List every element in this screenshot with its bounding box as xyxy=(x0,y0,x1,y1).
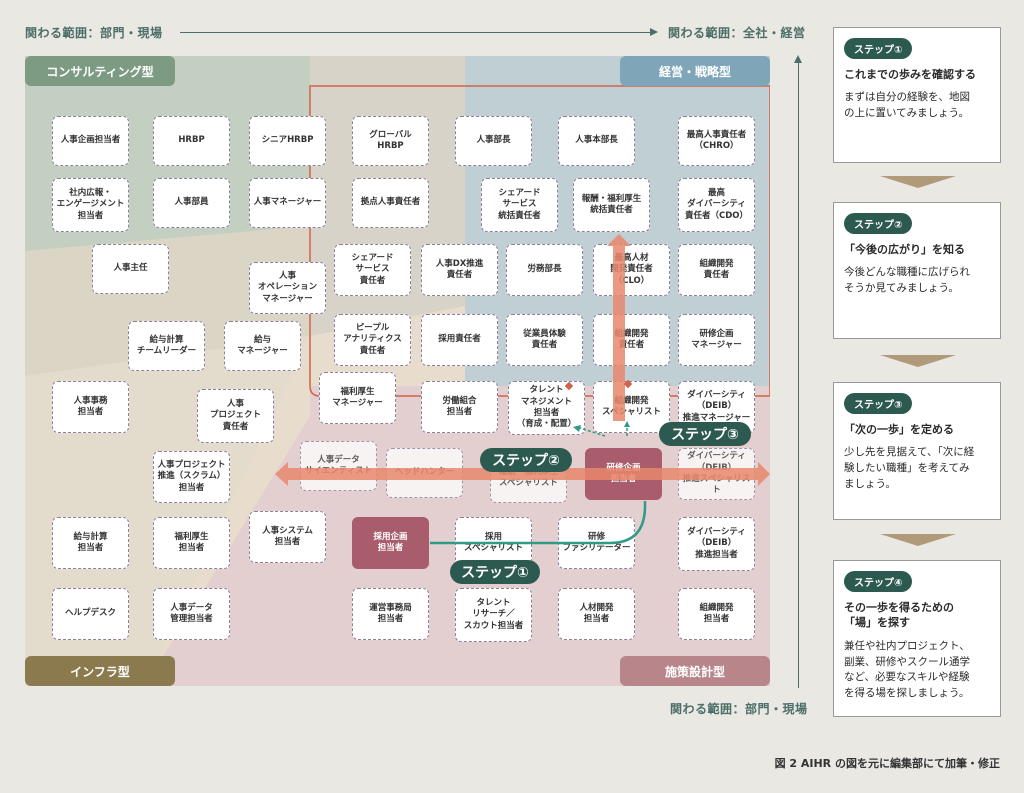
step-arrow-down-icon xyxy=(880,534,956,546)
step-panel-tag: ステップ④ xyxy=(844,571,913,592)
step-arrow-down-icon xyxy=(880,355,956,367)
role-box: 人事事務 担当者 xyxy=(52,381,129,433)
role-box: 組織開発 責任者 xyxy=(593,314,670,366)
step-panel-heading: 「今後の広がり」を知る xyxy=(844,243,965,256)
role-box: 運営事務局 担当者 xyxy=(352,588,429,640)
axis-right-arrow-icon xyxy=(794,55,802,63)
step-panel-1: ステップ① これまでの歩みを確認する まずは自分の経験を、地図 の上に置いてみま… xyxy=(833,27,1001,163)
step-panel-heading: 「次の一歩」を定める xyxy=(844,423,954,436)
step-panel-heading: これまでの歩みを確認する xyxy=(844,68,976,81)
role-box: シェアード サービス 責任者 xyxy=(334,244,411,296)
role-box: 組織開発 責任者 xyxy=(678,244,755,296)
role-box: HRBP xyxy=(153,116,230,166)
step-panel-body: 兼任や社内プロジェクト、 副業、研修やスクール通学 など、必要なスキルや経験 を… xyxy=(844,639,970,700)
role-box: 採用責任者 xyxy=(421,314,498,366)
role-box: タレント マネジメント 担当者 （育成・配置） xyxy=(508,381,585,435)
role-box: ヘルプデスク xyxy=(52,588,129,640)
role-box: 給与 マネージャー xyxy=(224,321,301,371)
role-box: 人事プロジェクト 推進（スクラム） 担当者 xyxy=(153,451,230,503)
step-panel-body: まずは自分の経験を、地図 の上に置いてみましょう。 xyxy=(844,91,970,120)
role-box: シェアード サービス 統括責任者 xyxy=(481,178,558,232)
quadrant-label-strategy: 経営・戦略型 xyxy=(620,56,770,86)
axis-right-line xyxy=(798,62,799,688)
role-box: 労務部長 xyxy=(506,244,583,296)
figure-caption: 図 2 AIHR の図を元に編集部にて加筆・修正 xyxy=(774,757,1000,770)
axis-label-top-right: 関わる範囲：全社・経営 xyxy=(668,26,806,40)
role-box-highlight: 研修企画 担当者 xyxy=(585,448,662,500)
role-box: 人事データ 管理担当者 xyxy=(153,588,230,640)
role-box: 人事システム 担当者 xyxy=(249,511,326,563)
role-box: 福利厚生 マネージャー xyxy=(319,372,396,424)
role-box: 最高 ダイバーシティ 責任者（CDO） xyxy=(678,178,755,232)
role-box: 報酬・福利厚生 統括責任者 xyxy=(573,178,650,232)
step-panel-tag: ステップ① xyxy=(844,38,913,59)
step-panel-tag: ステップ② xyxy=(844,213,913,234)
role-box: 人事データ サイエンティスト xyxy=(300,441,377,491)
role-box: 人材開発 担当者 xyxy=(558,588,635,640)
step-panel-heading: その一歩を得るための 「場」を探す xyxy=(844,601,954,630)
map-step-2-label: ステップ② xyxy=(480,448,572,472)
axis-label-top-left: 関わる範囲：部門・現場 xyxy=(25,26,163,40)
role-box: 組織開発 スペシャリスト xyxy=(593,381,670,433)
role-box: 人事 プロジェクト 責任者 xyxy=(197,389,274,443)
role-box: 組織開発 担当者 xyxy=(678,588,755,640)
role-box: ピープル アナリティクス 責任者 xyxy=(334,314,411,366)
map-step-3-label: ステップ③ xyxy=(659,422,751,446)
role-box: 人事 オペレーション マネージャー xyxy=(249,262,326,314)
role-box: ダイバーシティ （DEIB） 推進スペシャリスト xyxy=(678,448,755,500)
role-box: 拠点人事責任者 xyxy=(352,178,429,228)
role-box: 給与計算 チームリーダー xyxy=(128,321,205,371)
role-box: 人事本部長 xyxy=(558,116,635,166)
role-box: 労働組合 担当者 xyxy=(421,381,498,433)
role-box: 人事部員 xyxy=(153,178,230,228)
map-step-1-label: ステップ① xyxy=(450,560,540,584)
role-box: 従業員体験 責任者 xyxy=(506,314,583,366)
step-panel-3: ステップ③ 「次の一歩」を定める 少し先を見据えて、「次に経 験したい職種」を考… xyxy=(833,382,1001,520)
axis-top-arrow-icon xyxy=(650,28,658,36)
role-box: 人事マネージャー xyxy=(249,178,326,228)
step-panel-body: 今後どんな職種に広げられ そうか見てみましょう。 xyxy=(844,266,970,295)
quadrant-label-consulting: コンサルティング型 xyxy=(25,56,175,86)
role-box: 給与計算 担当者 xyxy=(52,517,129,569)
career-map: コンサルティング型 経営・戦略型 インフラ型 施策設計型 人事企画担当者 HRB… xyxy=(25,56,770,686)
role-box: グローバル HRBP xyxy=(352,116,429,166)
step-panel-body: 少し先を見据えて、「次に経 験したい職種」を考えてみ ましょう。 xyxy=(844,446,975,490)
step-panel-tag: ステップ③ xyxy=(844,393,913,414)
role-box: 福利厚生 担当者 xyxy=(153,517,230,569)
step-arrow-down-icon xyxy=(880,176,956,188)
role-box: シニアHRBP xyxy=(249,116,326,166)
role-box-highlight: 採用企画 担当者 xyxy=(352,517,429,569)
axis-top-line xyxy=(180,32,650,33)
axis-label-bottom-right: 関わる範囲：部門・現場 xyxy=(670,702,808,716)
role-box: 人事企画担当者 xyxy=(52,116,129,166)
quadrant-label-design: 施策設計型 xyxy=(620,656,770,686)
step-panel-2: ステップ② 「今後の広がり」を知る 今後どんな職種に広げられ そうか見てみましょ… xyxy=(833,202,1001,339)
role-box: 研修企画 マネージャー xyxy=(678,314,755,366)
role-box: ダイバーシティ （DEIB） 推進担当者 xyxy=(678,517,755,571)
role-box: ヘッドハンター xyxy=(386,448,463,498)
role-box: 人事主任 xyxy=(92,244,169,294)
role-box: 人事DX推進 責任者 xyxy=(421,244,498,296)
role-box: 最高人事責任者 （CHRO） xyxy=(678,116,755,166)
role-box: 社内広報・ エンゲージメント 担当者 xyxy=(52,178,129,232)
role-box: 人事部長 xyxy=(455,116,532,166)
role-box: 最高人材 開発責任者 （CLO） xyxy=(593,244,670,296)
role-box: 研修 ファシリテーター xyxy=(558,517,635,569)
role-box: タレント リサーチ／ スカウト担当者 xyxy=(455,588,532,642)
step-panel-4: ステップ④ その一歩を得るための 「場」を探す 兼任や社内プロジェクト、 副業、… xyxy=(833,560,1001,717)
quadrant-label-infra: インフラ型 xyxy=(25,656,175,686)
